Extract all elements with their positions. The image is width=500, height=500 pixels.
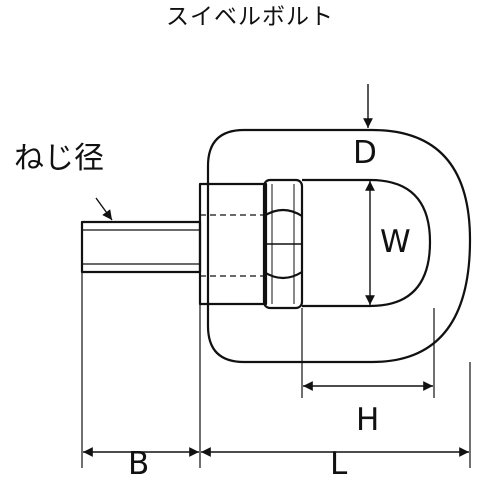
label-b: B bbox=[128, 446, 150, 482]
swivel-ring bbox=[206, 128, 472, 364]
label-w: W bbox=[380, 224, 411, 260]
eye-opening bbox=[302, 178, 432, 308]
label-l: L bbox=[330, 446, 348, 482]
collar-block bbox=[198, 182, 268, 306]
label-h: H bbox=[356, 402, 380, 438]
diagram-title: スイベルボルト bbox=[166, 4, 334, 30]
hex-nut bbox=[262, 178, 304, 310]
label-thread-diameter: ねじ径 bbox=[14, 141, 104, 176]
label-d: D bbox=[353, 135, 377, 171]
threaded-shank bbox=[80, 220, 202, 274]
leader-thread-diameter bbox=[95, 197, 113, 221]
